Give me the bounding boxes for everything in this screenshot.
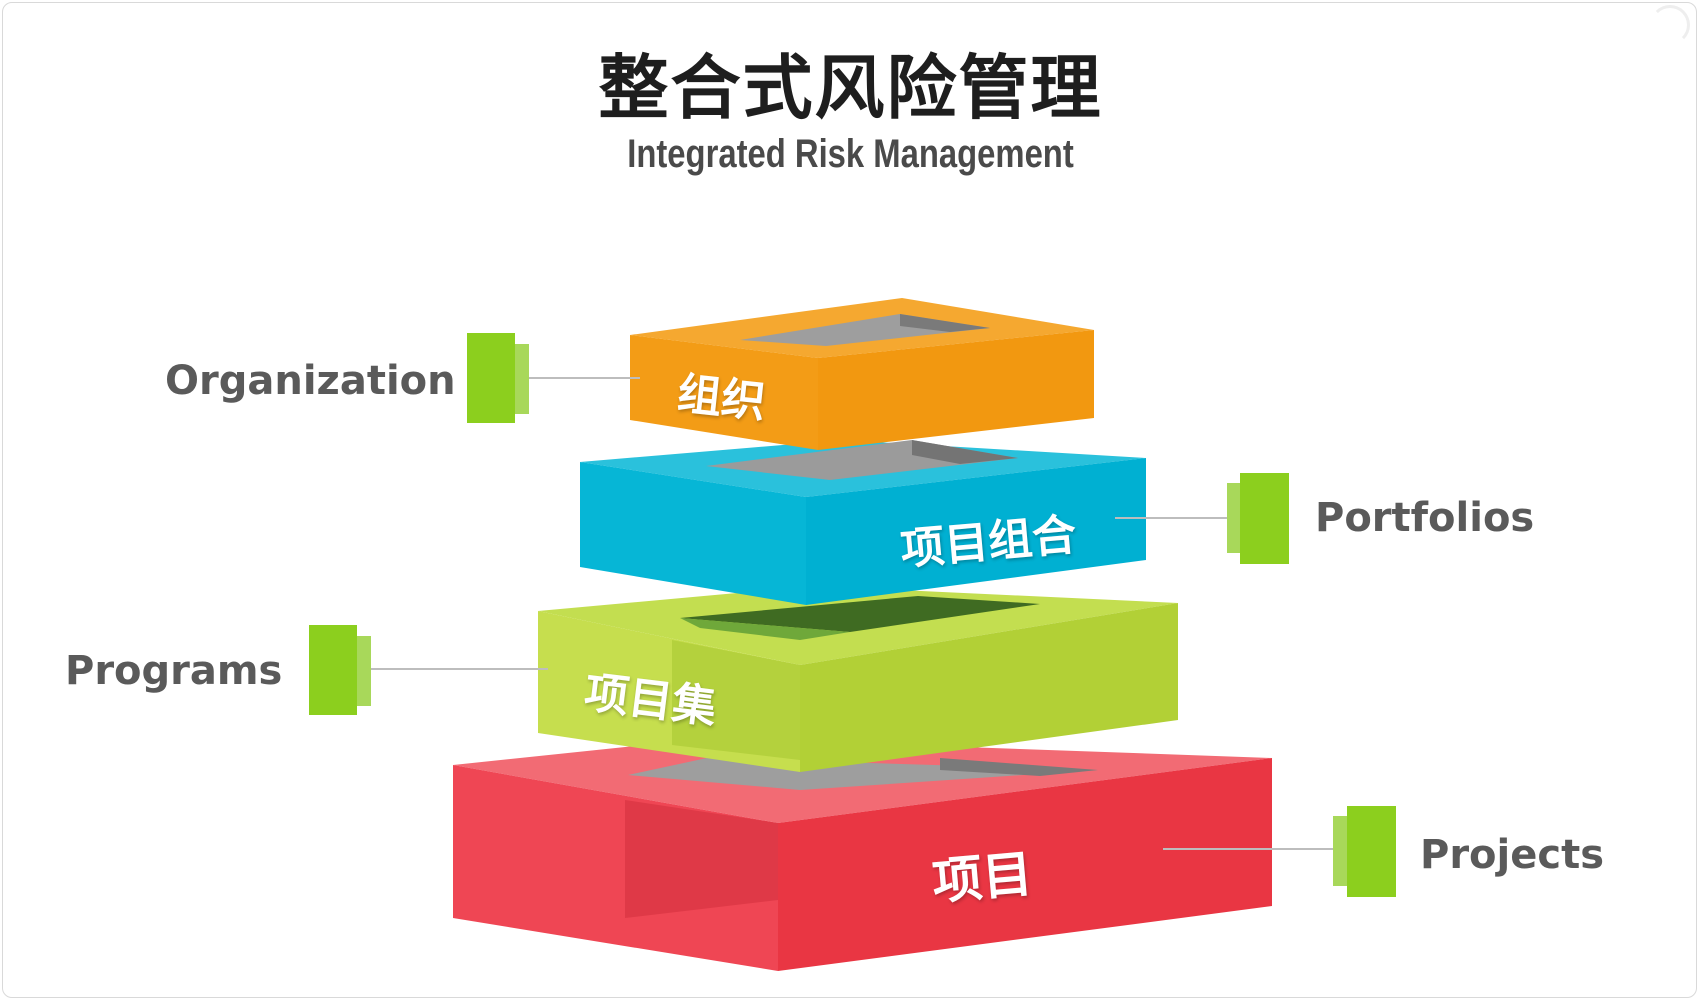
title-chinese: 整合式风险管理 bbox=[598, 47, 1103, 129]
programs-marker bbox=[309, 625, 357, 715]
organization-front-face bbox=[630, 335, 818, 450]
layer-portfolios bbox=[580, 440, 1146, 605]
programs-right-face bbox=[800, 603, 1178, 772]
organization-hole-shade bbox=[900, 314, 990, 332]
portfolios-right-face bbox=[806, 458, 1146, 605]
connector-programs bbox=[309, 625, 548, 715]
title-english: Integrated Risk Management bbox=[627, 132, 1074, 176]
connector-portfolios bbox=[1115, 473, 1289, 564]
label-organization: Organization bbox=[165, 358, 456, 404]
projects-marker bbox=[1347, 806, 1396, 897]
layer-label-organization: 组织 bbox=[675, 368, 768, 429]
portfolios-marker bbox=[1240, 473, 1289, 564]
organization-marker bbox=[467, 333, 515, 423]
projects-inner-shade bbox=[625, 800, 778, 918]
projects-hole bbox=[628, 758, 1098, 790]
layer-projects bbox=[453, 738, 1272, 971]
corner-decoration bbox=[1650, 5, 1690, 45]
programs-inner-shade bbox=[672, 640, 800, 760]
layer-programs bbox=[538, 586, 1178, 772]
projects-hole-shade bbox=[940, 758, 1098, 776]
label-portfolios: Portfolios bbox=[1315, 495, 1535, 541]
programs-hole bbox=[680, 596, 1040, 632]
layer-organization bbox=[630, 298, 1094, 450]
label-programs: Programs bbox=[65, 648, 283, 694]
portfolios-hole-shade bbox=[912, 440, 1018, 464]
layer-label-projects: 项目 bbox=[930, 844, 1035, 912]
label-projects: Projects bbox=[1420, 832, 1605, 878]
connector-projects bbox=[1163, 806, 1396, 897]
programs-hole-light bbox=[680, 618, 850, 640]
projects-right-face bbox=[778, 758, 1272, 971]
portfolios-front-face bbox=[580, 462, 806, 605]
organization-right-face bbox=[818, 330, 1094, 450]
connector-organization bbox=[467, 333, 640, 423]
